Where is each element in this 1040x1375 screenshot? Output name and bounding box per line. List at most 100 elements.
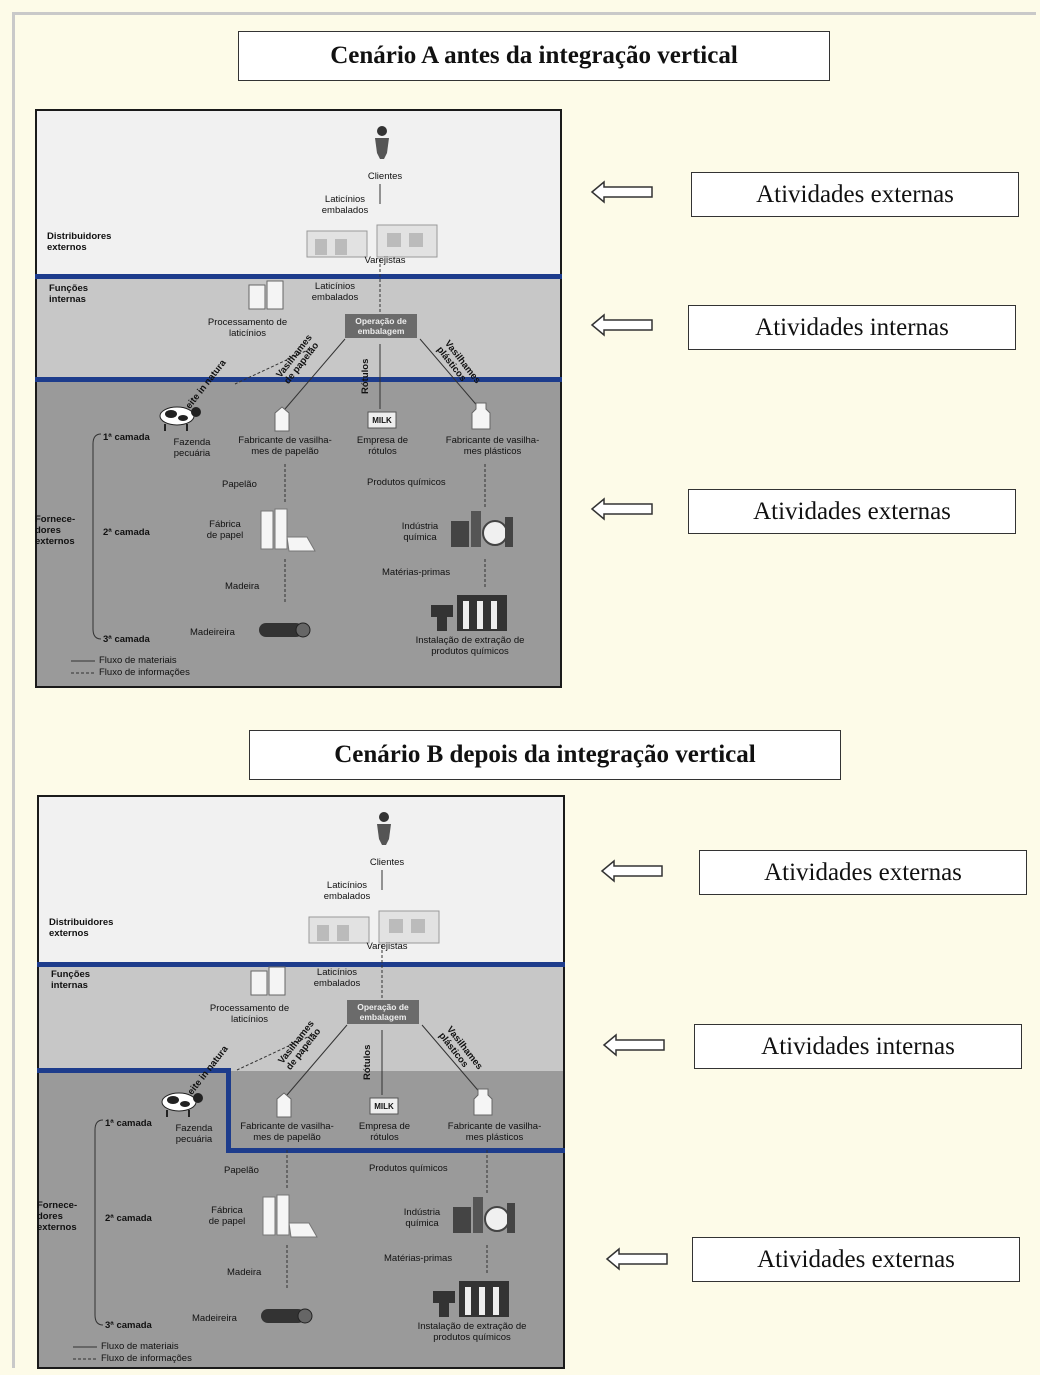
customer-person-icon — [375, 126, 389, 159]
label-industria-quimica: Indústria química — [401, 521, 439, 543]
scenario-b-diagram-content: Clientes Laticínios embalados Distribuid… — [37, 795, 567, 1375]
plastic-jug-icon — [473, 1088, 493, 1116]
box-operacao-embalagem: Operação de embalagem — [345, 314, 417, 338]
label-distribuidores-externos: Distribuidores externos — [49, 917, 114, 939]
label-clientes: Clientes — [367, 171, 403, 182]
label-empresa-rotulos: Empresa de rótulos — [356, 435, 409, 457]
activity-box-external-bottom-a: Atividades externas — [688, 489, 1016, 534]
scenario-b-title: Cenário B depois da integração vertical — [249, 730, 841, 780]
label-rotulos: Rótulos — [360, 358, 371, 394]
page-frame — [12, 12, 1036, 1368]
label-madeireira: Madeireira — [190, 627, 235, 638]
label-madeireira: Madeireira — [192, 1313, 237, 1324]
label-processamento-laticinios: Processamento de laticínios — [209, 1003, 290, 1025]
activity-box-internal-a: Atividades internas — [688, 305, 1016, 350]
label-varejistas: Varejistas — [364, 255, 406, 266]
activity-box-external-top-a: Atividades externas — [691, 172, 1019, 217]
chemical-plant-icon — [451, 511, 513, 547]
label-distribuidores-externos: Distribuidores externos — [47, 231, 112, 253]
label-fazenda-pecuaria: Fazenda pecuária — [175, 1123, 213, 1145]
label-rotulos: Rótulos — [362, 1044, 373, 1080]
scenario-b-boundary-upper — [37, 962, 565, 967]
label-milk: MILK — [374, 1102, 394, 1111]
label-instalacao-extracao: Instalação de extração de produtos quími… — [417, 1321, 527, 1343]
scenario-a-diagram-content: Clientes Laticínios embalados Distribuid… — [35, 109, 565, 689]
plastic-jug-icon — [471, 402, 491, 430]
scenario-b-boundary-vertical — [226, 1068, 231, 1152]
label-instalacao-extracao: Instalação de extração de produtos quími… — [415, 635, 525, 657]
label-camada-3: 3ª camada — [103, 634, 150, 645]
label-papelao: Papelão — [224, 1165, 259, 1176]
flow-lines — [73, 870, 488, 1360]
milk-label-icon — [367, 411, 397, 429]
label-madeira: Madeira — [225, 581, 260, 592]
label-fornecedores-externos: Fornece- dores externos — [37, 1200, 78, 1233]
chemical-plant-icon — [453, 1197, 515, 1233]
label-laticinios-embalados-mid: Laticínios embalados — [311, 281, 359, 303]
paper-roll-icon — [260, 508, 316, 552]
label-fornecedores-externos: Fornece- dores externos — [35, 514, 76, 547]
scenario-a-boundary-lower — [35, 377, 562, 382]
label-funcoes-internas: Funções internas — [49, 283, 89, 305]
scenario-a-title: Cenário A antes da integração vertical — [238, 31, 830, 81]
label-camada-2: 2ª camada — [105, 1213, 152, 1224]
store-building-icon — [308, 910, 440, 944]
scenario-b-boundary-lower-left — [37, 1068, 230, 1073]
label-camada-3: 3ª camada — [105, 1320, 152, 1331]
label-varejistas: Varejistas — [366, 941, 408, 952]
logs-icon — [261, 1308, 313, 1324]
label-industria-quimica: Indústria química — [403, 1207, 441, 1229]
customer-person-icon — [377, 812, 391, 845]
dairy-carton-icon — [250, 966, 286, 996]
store-building-icon — [306, 224, 438, 258]
label-papelao: Papelão — [222, 479, 257, 490]
arrow-left-icon — [602, 1033, 665, 1057]
activity-box-external-bottom-b: Atividades externas — [692, 1237, 1020, 1282]
paper-roll-icon — [262, 1194, 318, 1238]
label-camada-1: 1ª camada — [105, 1118, 152, 1129]
label-clientes: Clientes — [369, 857, 405, 868]
label-fabrica-papel: Fábrica de papel — [208, 1205, 246, 1227]
activity-box-external-top-b: Atividades externas — [699, 850, 1027, 895]
label-camada-1: 1ª camada — [103, 432, 150, 443]
cow-icon — [159, 406, 201, 431]
paper-carton-icon — [274, 406, 290, 432]
label-camada-2: 2ª camada — [103, 527, 150, 538]
arrow-left-icon — [600, 859, 663, 883]
label-fazenda-pecuaria: Fazenda pecuária — [173, 437, 211, 459]
arrow-left-icon — [605, 1247, 668, 1271]
label-empresa-rotulos: Empresa de rótulos — [358, 1121, 411, 1143]
label-fabricante-papelao: Fabricante de vasilha- mes de papelão — [238, 435, 332, 457]
label-laticinios-embalados-top: Laticínios embalados — [323, 880, 371, 902]
label-fabricante-plasticos: Fabricante de vasilha- mes plásticos — [447, 1121, 542, 1143]
scenario-a-boundary-upper — [35, 274, 562, 279]
label-fabricante-papelao: Fabricante de vasilha- mes de papelão — [240, 1121, 334, 1143]
scenario-b-boundary-lower-right — [226, 1148, 565, 1153]
legend-fluxo-informacoes: Fluxo de informações — [101, 1353, 192, 1364]
paper-carton-icon — [276, 1092, 292, 1118]
label-laticinios-embalados-top: Laticínios embalados — [321, 194, 369, 216]
logs-icon — [259, 622, 311, 638]
arrow-left-icon — [590, 180, 653, 204]
label-processamento-laticinios: Processamento de laticínios — [207, 317, 288, 339]
label-laticinios-embalados-mid: Laticínios embalados — [313, 967, 361, 989]
box-operacao-embalagem: Operação de embalagem — [347, 1000, 419, 1024]
extraction-plant-icon — [431, 595, 507, 631]
cow-icon — [161, 1092, 203, 1117]
activity-box-internal-b: Atividades internas — [694, 1024, 1022, 1069]
legend-fluxo-informacoes: Fluxo de informações — [99, 667, 190, 678]
arrow-left-icon — [590, 313, 653, 337]
label-milk: MILK — [372, 416, 392, 425]
extraction-plant-icon — [433, 1281, 509, 1317]
legend-fluxo-materiais: Fluxo de materiais — [101, 1341, 179, 1352]
label-materias-primas: Matérias-primas — [384, 1253, 453, 1264]
label-fabricante-plasticos: Fabricante de vasilha- mes plásticos — [445, 435, 540, 457]
label-fabrica-papel: Fábrica de papel — [206, 519, 244, 541]
label-madeira: Madeira — [227, 1267, 262, 1278]
label-produtos-quimicos: Produtos químicos — [369, 1163, 448, 1174]
label-produtos-quimicos: Produtos químicos — [367, 477, 446, 488]
flow-lines — [71, 184, 486, 674]
label-funcoes-internas: Funções internas — [51, 969, 91, 991]
dairy-carton-icon — [248, 280, 284, 310]
milk-label-icon — [369, 1097, 399, 1115]
